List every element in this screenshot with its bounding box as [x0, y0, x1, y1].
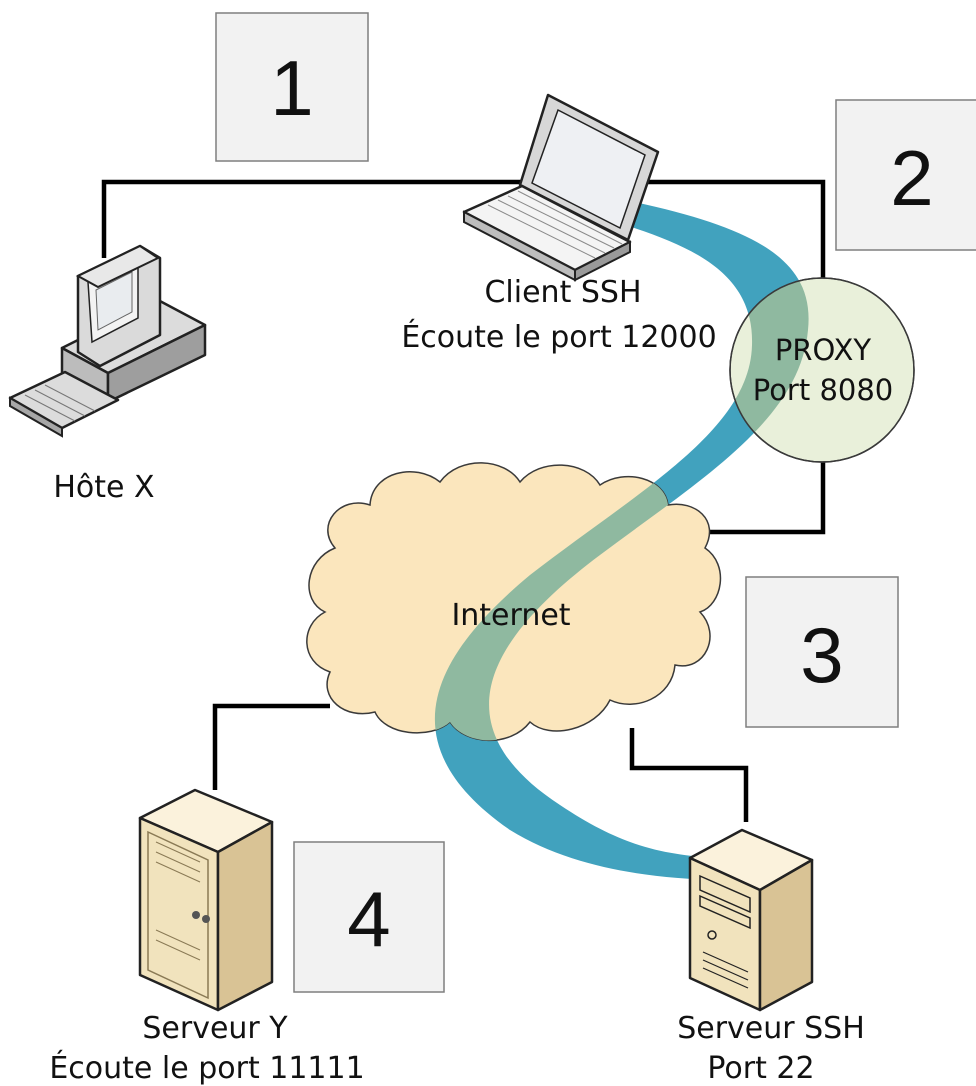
ssh-tunnel: [434, 200, 809, 880]
laptop-icon: [462, 93, 660, 282]
desktop-computer-icon: [8, 244, 207, 438]
client-ssh-label: Client SSH: [484, 275, 641, 310]
proxy-label: PROXY: [775, 333, 871, 367]
step-number-1: 1: [270, 44, 313, 132]
step-box-2: 2: [835, 99, 976, 251]
ssh-server-port-label: Port 22: [707, 1051, 814, 1086]
wire-internet-server-ssh: [629, 728, 749, 822]
step-box-4: 4: [293, 841, 445, 993]
step-box-3: 3: [745, 576, 899, 728]
step-box-1: 1: [215, 12, 369, 162]
step-number-2: 2: [890, 134, 933, 222]
wire-internet-server-y: [212, 703, 330, 790]
step-number-3: 3: [800, 611, 843, 699]
client-ssh-port-label: Écoute le port 12000: [401, 319, 716, 355]
server-y-label: Serveur Y: [142, 1011, 288, 1046]
wire-host-client-proxy: [101, 179, 826, 285]
server-y-port-label: Écoute le port 11111: [49, 1050, 364, 1086]
wire-proxy-internet: [705, 458, 826, 535]
ssh-server-label: Serveur SSH: [677, 1011, 865, 1046]
server-tower-icon: [138, 788, 274, 1012]
proxy-port-label: Port 8080: [753, 373, 894, 407]
ssh-server-icon: [688, 828, 814, 1012]
step-number-4: 4: [347, 875, 390, 963]
internet-label: Internet: [451, 598, 570, 633]
host-x-label: Hôte X: [53, 470, 154, 505]
